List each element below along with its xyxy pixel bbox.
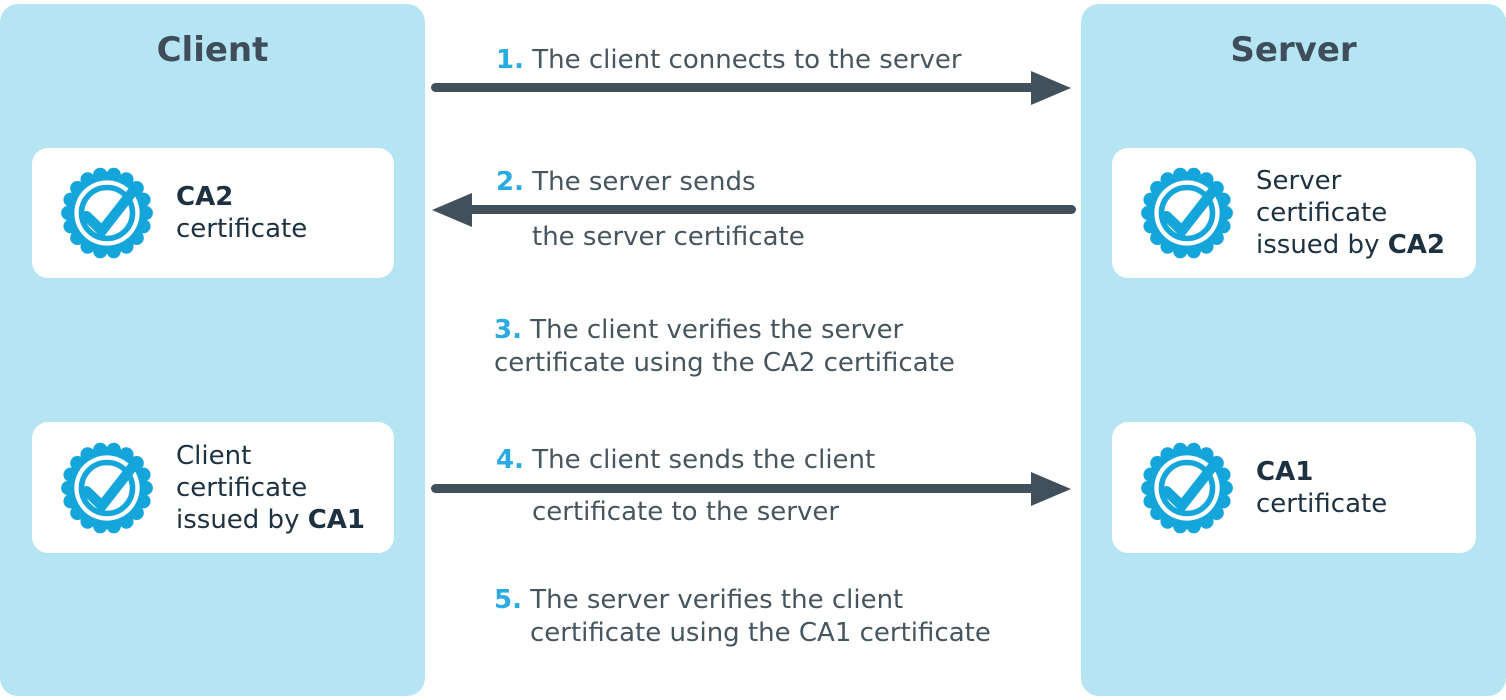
step-2-text-line1: 2. The server sends	[496, 167, 756, 197]
certificate-badge-icon	[61, 167, 153, 259]
client-panel-title: Client	[156, 30, 269, 70]
card-title: CA2	[176, 182, 234, 212]
card-line: issued by CA1	[176, 504, 366, 535]
certificate-badge-icon	[1141, 167, 1233, 259]
card-subtitle: certificate	[1256, 488, 1388, 519]
step-4-arrow-right-icon	[431, 472, 1071, 506]
server-panel: Server	[1081, 4, 1506, 696]
client-panel: Client	[0, 4, 425, 696]
step-1-arrow-right-icon	[431, 71, 1071, 105]
card-label: CA2 certificate	[176, 181, 307, 245]
card-line: Client	[176, 440, 252, 471]
step-4-text-line2: certificate to the server	[532, 497, 840, 527]
step-5-text-line1: 5. The server verifies the client	[494, 585, 904, 615]
certificate-badge-icon	[61, 442, 153, 533]
card-line: certificate	[176, 472, 308, 503]
step-4-text-line1: 4. The client sends the client	[496, 445, 876, 475]
client-certificate-card: Client certificate issued by CA1	[32, 422, 394, 553]
card-title: CA1	[1256, 456, 1314, 487]
step-3-text-line1: 3. The client verifies the server	[494, 315, 904, 345]
card-subtitle: certificate	[176, 214, 308, 244]
ca1-certificate-card: CA1 certificate	[1112, 422, 1476, 553]
step-3-number: 3.	[494, 315, 522, 345]
card-line: issued by CA2	[1256, 230, 1446, 260]
certificate-badge-icon	[1141, 442, 1233, 533]
server-certificate-card: Server certificate issued by CA2	[1112, 148, 1476, 278]
step-5-number: 5.	[494, 585, 522, 615]
card-label: Client certificate issued by CA1	[176, 440, 365, 536]
step-5-text-line2: certificate using the CA1 certificate	[530, 618, 991, 648]
step-1-text: 1. The client connects to the server	[496, 45, 962, 75]
step-4-number: 4.	[496, 445, 524, 475]
step-2-number: 2.	[496, 167, 524, 197]
step-3-text-line2: certificate using the CA2 certificate	[494, 348, 955, 378]
ca2-certificate-card: CA2 certificate	[32, 148, 394, 278]
card-line: Server	[1256, 166, 1342, 196]
card-label: CA1 certificate	[1256, 456, 1387, 520]
card-line: certificate	[1256, 198, 1388, 228]
server-panel-title: Server	[1230, 30, 1357, 70]
step-2-text-line2: the server certificate	[532, 222, 805, 252]
card-label: Server certificate issued by CA2	[1256, 165, 1445, 261]
step-2-arrow-left-icon	[432, 193, 1076, 227]
step-1-number: 1.	[496, 45, 524, 75]
